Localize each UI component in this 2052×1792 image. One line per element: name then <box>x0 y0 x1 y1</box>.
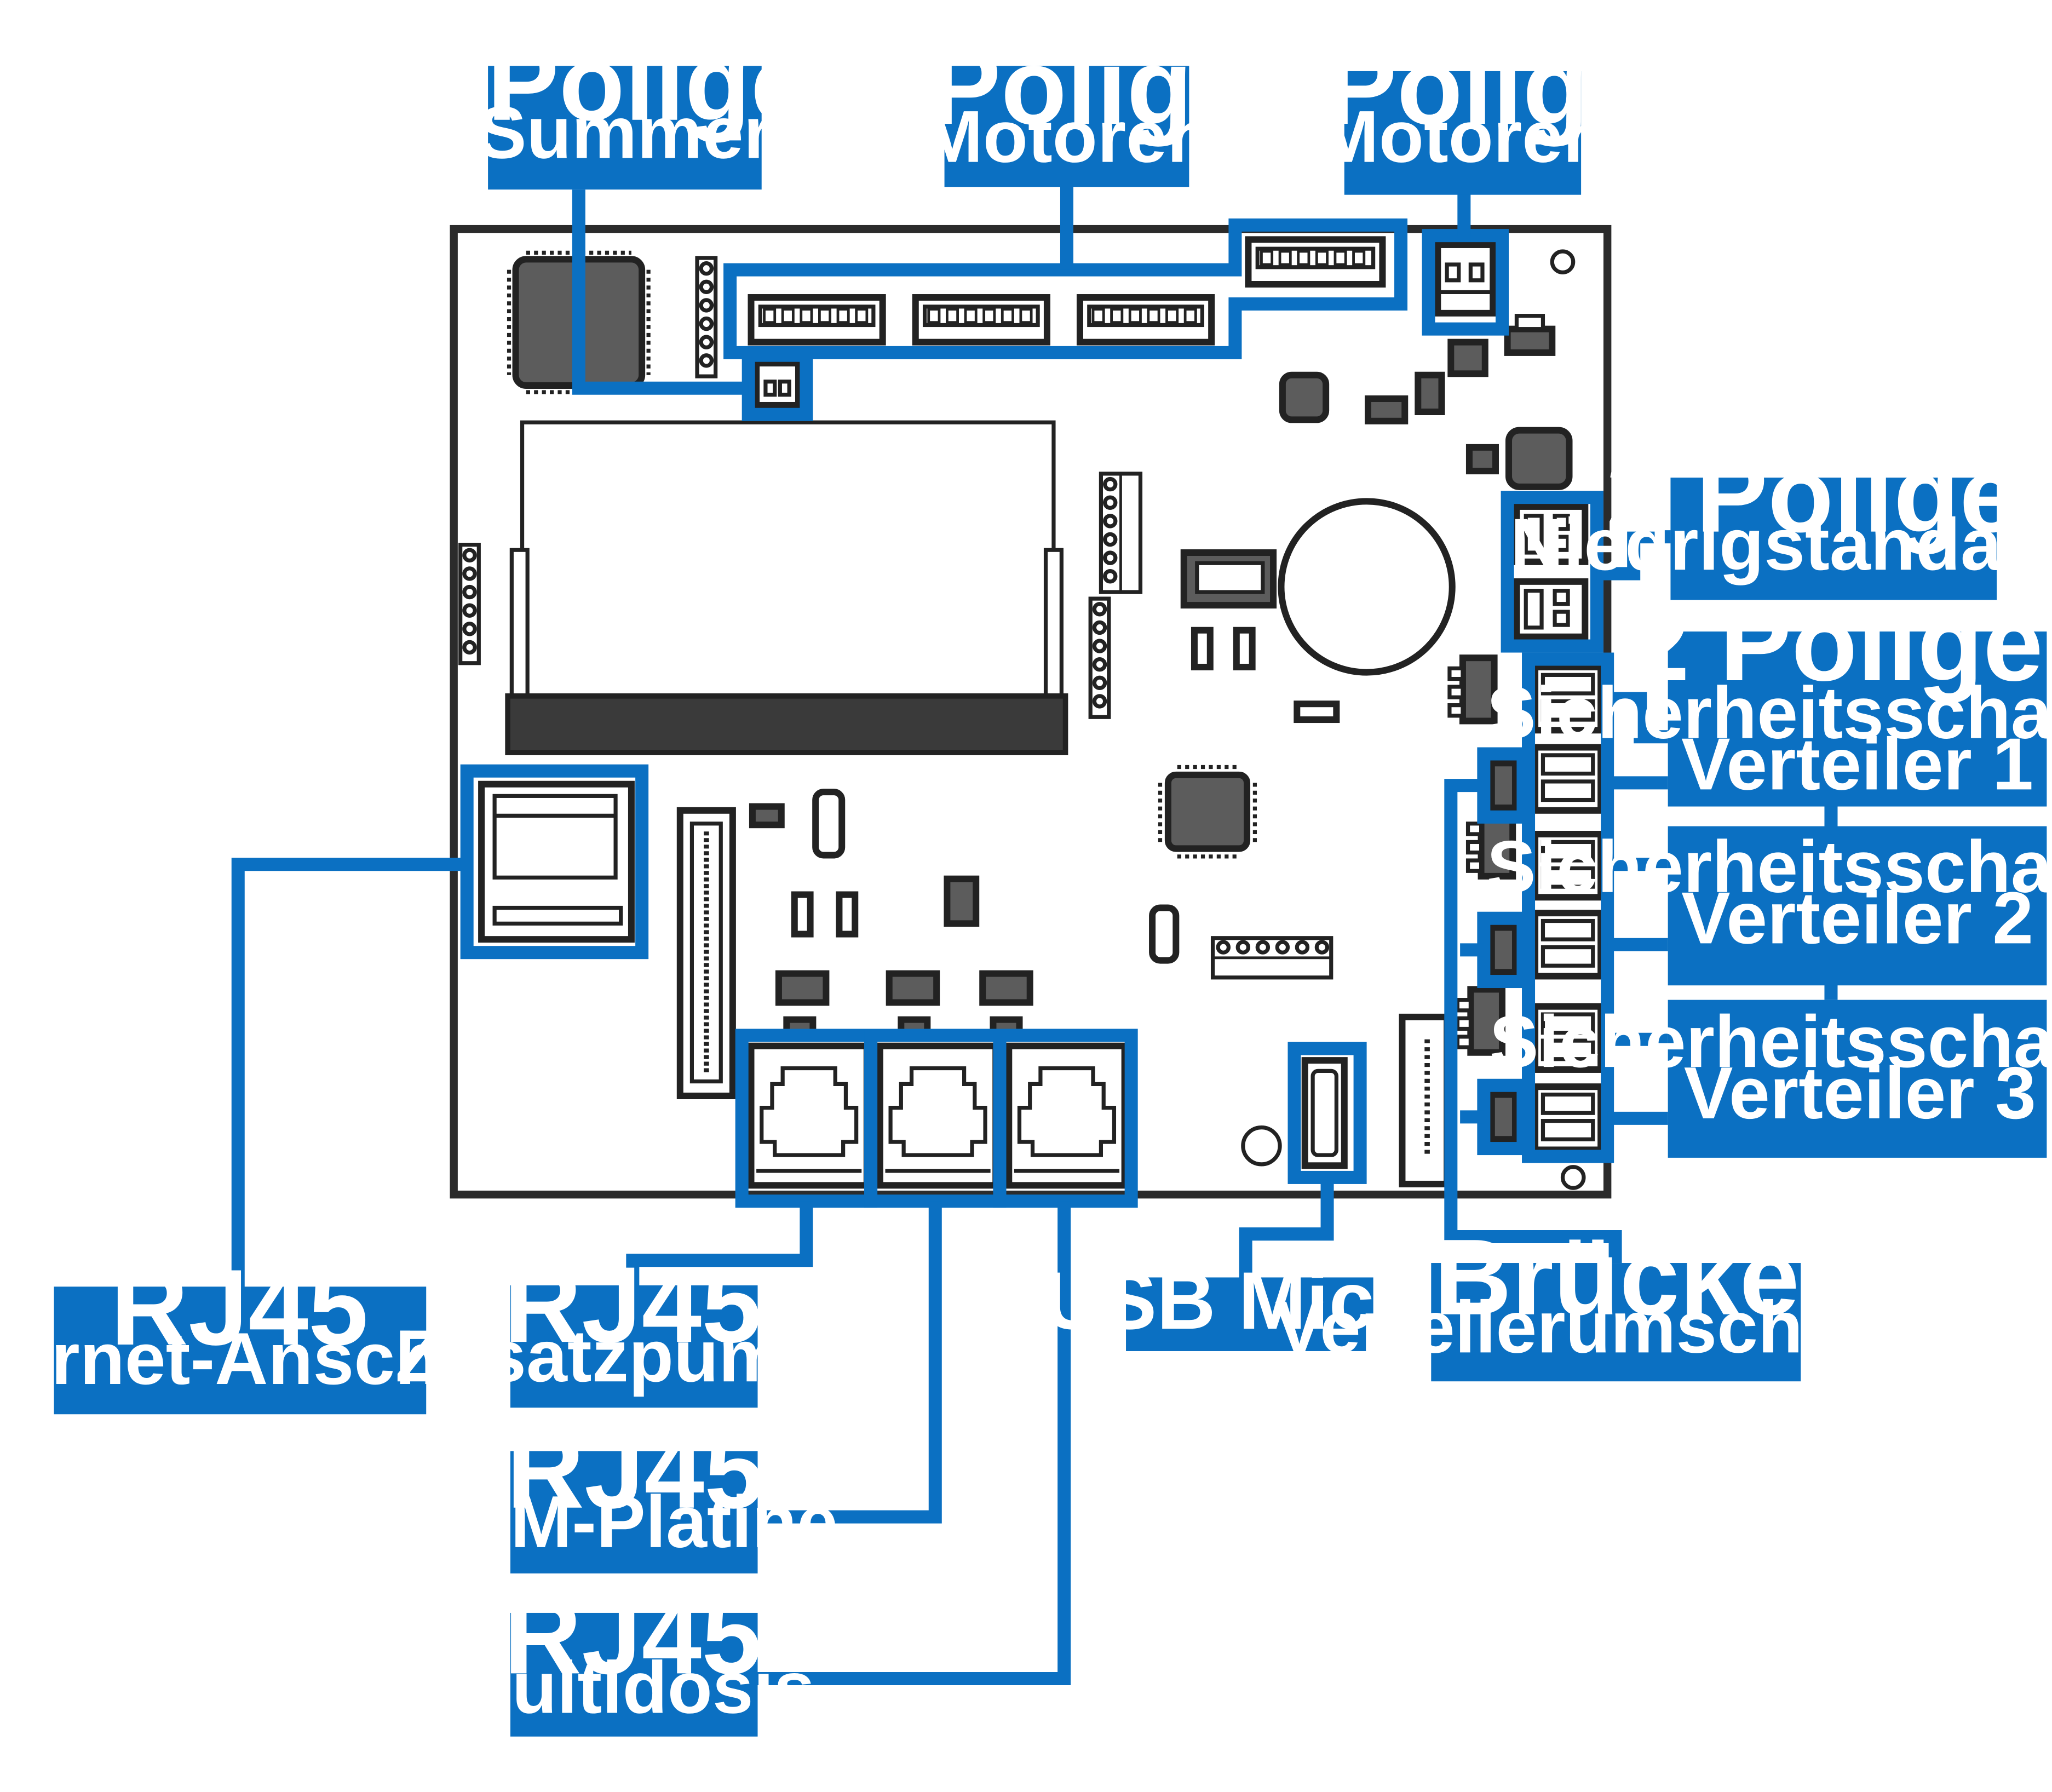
pad <box>1191 627 1214 670</box>
rj45-jack-zusatz <box>748 1042 870 1189</box>
pad <box>836 891 859 938</box>
rj45-jack-multi <box>1005 1042 1128 1189</box>
label-sicher-3b: Verteiler 3 <box>1684 1052 2036 1134</box>
pin-header <box>695 256 718 378</box>
display-module <box>505 420 1068 755</box>
label-multi-sub: Multidosis <box>451 1646 815 1728</box>
capacitor <box>1505 427 1573 490</box>
mounting-hole <box>1560 1165 1586 1190</box>
pin-header <box>1210 936 1333 980</box>
label-summer-title: 2 Poliger <box>397 22 853 143</box>
label-bruecke: Brücke Verteilerumschalter <box>1275 1217 1959 1382</box>
pad <box>1233 627 1256 670</box>
label-bruecke-sub: Verteilerumschalter <box>1275 1285 1959 1368</box>
label-motoren-b-sub: Motoren <box>1318 95 1608 178</box>
label-sicher-3: Sicherheitsschalter 3 <box>1490 1000 2052 1083</box>
label-motoren-b: 6 Poliger Motoren <box>1235 26 1691 195</box>
leader-lines <box>231 185 1838 1686</box>
usb-port <box>1301 1057 1348 1169</box>
component <box>1149 904 1180 964</box>
ic-small <box>886 970 940 1006</box>
label-ethernet: RJ45 Ethernet-Anschluss <box>0 1247 587 1415</box>
label-usb: USB Micro <box>1043 1255 1456 1351</box>
transistor <box>1455 986 1506 1056</box>
pin-header <box>1088 596 1111 719</box>
label-ethernet-title: RJ45 <box>111 1247 369 1368</box>
label-motoren-a: 6 Poliger Motoren <box>839 26 1295 187</box>
label-iom-sub: IOM-Platine <box>433 1480 838 1563</box>
pad <box>791 891 814 938</box>
ic-small <box>1465 444 1499 475</box>
ic-small <box>979 970 1033 1006</box>
side-connector <box>1399 1013 1451 1187</box>
capacitor <box>1279 371 1330 423</box>
safety-connectors <box>1532 663 1605 1153</box>
connector-pins <box>763 250 1366 324</box>
transistor <box>1504 314 1556 356</box>
diode <box>1364 395 1409 424</box>
crystal <box>1180 549 1277 609</box>
label-zusatz: RJ45 Zusatzpumpe <box>395 1244 870 1408</box>
ic-small <box>775 970 830 1006</box>
label-summer: 2 Poliger Summer <box>397 22 853 190</box>
ic-small <box>749 803 785 829</box>
label-niedrig-title: 2 Poliger <box>1606 434 2052 555</box>
jumper <box>1488 924 1519 976</box>
label-iom-title: RJ45 <box>507 1410 765 1531</box>
mounting-hole <box>1550 249 1576 274</box>
label-niedrig-sub: Niedrigstandalarm <box>1510 503 2052 585</box>
label-zusatz-title: RJ45 <box>504 1244 762 1365</box>
label-zusatz-sub: Zusatzpumpe <box>395 1314 870 1397</box>
label-bruecke-title: Brücke <box>1434 1217 1800 1337</box>
buzzer-connector <box>753 360 802 409</box>
label-usb-title: USB Micro <box>1043 1255 1456 1346</box>
rj45-jack-iom <box>876 1042 999 1189</box>
label-sicherheit: 2 Poliger Sicherheitsschalter 1 Verteile… <box>1487 583 2052 1158</box>
label-sicher-2: Sicherheitsschalter 2 <box>1487 825 2052 908</box>
motor-connector-small <box>1434 241 1497 317</box>
label-sicher-title: 2 Poliger <box>1630 583 2052 703</box>
highlight-motors-a <box>723 218 1408 359</box>
label-sicher-2b: Verteiler 2 <box>1681 876 2033 959</box>
pad <box>1294 700 1340 723</box>
ic-small <box>1447 338 1488 377</box>
label-summer-sub: Summer <box>478 91 772 174</box>
transistor <box>1447 654 1498 725</box>
battery-holder <box>1278 498 1456 676</box>
mounting-hole <box>1241 1125 1282 1167</box>
highlight-safety <box>1522 652 1614 1163</box>
label-motoren-b-title: 6 Poliger <box>1235 26 1691 147</box>
microcontroller <box>1158 765 1257 859</box>
resistor <box>1415 371 1445 415</box>
ribbon-connector <box>676 807 736 1099</box>
label-multi-title: RJ45 <box>504 1576 762 1696</box>
jumper <box>1488 1091 1519 1143</box>
pin-header <box>458 542 481 665</box>
label-iom: RJ45 IOM-Platine <box>433 1410 838 1573</box>
ic-small <box>944 875 980 927</box>
label-motoren-a-sub: Motoren <box>922 95 1212 178</box>
pin-header <box>1099 472 1143 594</box>
component <box>812 789 846 859</box>
label-motoren-a-title: 6 Poliger <box>839 26 1295 147</box>
label-niedrig: 2 Poliger Niedrigstandalarm <box>1510 434 2052 600</box>
label-sicher-1: Sicherheitsschalter 1 <box>1487 671 2052 754</box>
ethernet-port <box>478 780 635 943</box>
label-ethernet-sub: Ethernet-Anschluss <box>0 1317 587 1400</box>
label-multi: RJ45 Multidosis <box>451 1576 815 1737</box>
jumper <box>1488 760 1519 811</box>
label-sicher-1b: Verteiler 1 <box>1681 722 2033 805</box>
low-level-connector <box>1513 503 1589 640</box>
